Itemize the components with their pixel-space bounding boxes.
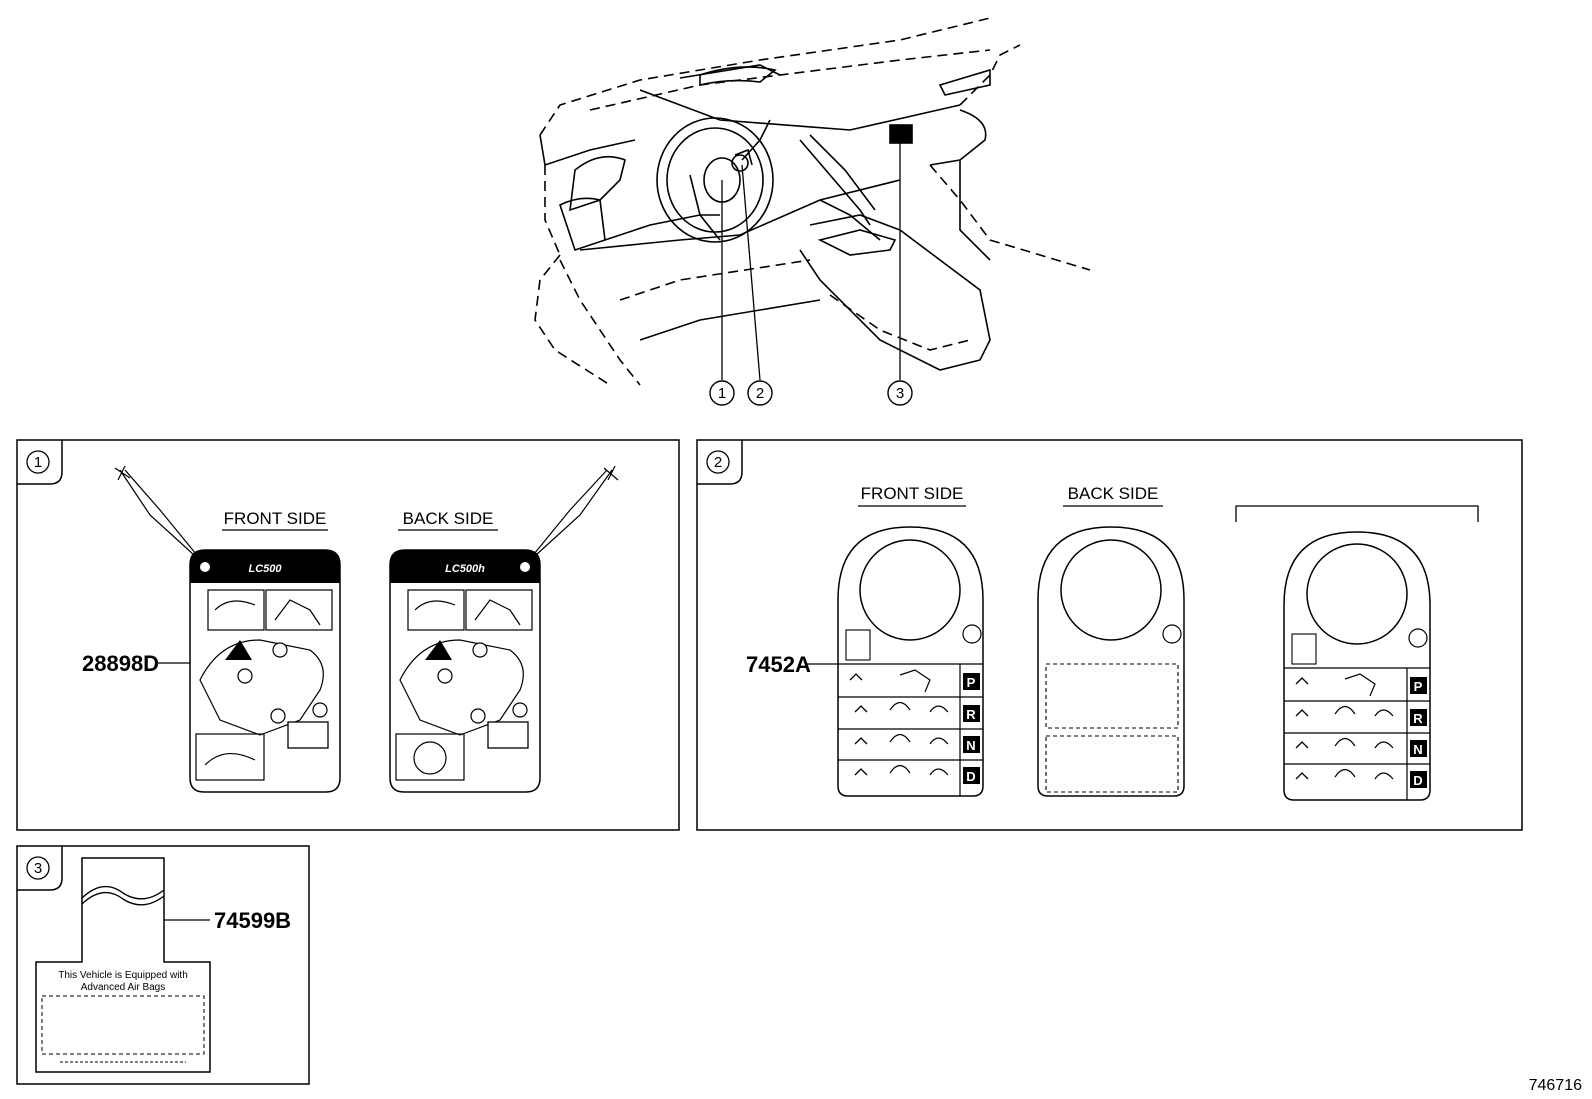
callout-1: 1 <box>709 380 735 406</box>
panel-1: 1 FRONT SIDE BACK SIDE LC500 <box>16 439 680 831</box>
callout-2: 2 <box>747 380 773 406</box>
panel-2-back-side-label: BACK SIDE <box>1068 484 1159 503</box>
front-tag-gear-n: N <box>966 738 975 753</box>
airbag-label-74599B: This Vehicle is Equipped with Advanced A… <box>35 857 211 1073</box>
panel-1-number: 1 <box>34 454 42 471</box>
front-tag-gear-r: R <box>966 707 976 722</box>
panel-2: 2 FRONT SIDE BACK SIDE P R N D <box>696 439 1523 831</box>
variant-tag-gear-p: P <box>1414 679 1423 694</box>
back-hang-tag <box>1037 526 1185 797</box>
front-hang-tag-7452A: P R N D <box>837 526 984 797</box>
panel-2-number-circle <box>706 450 730 474</box>
variant-hang-tag: P R N D <box>1283 531 1431 801</box>
panel-3: 3 This Vehicle is Equipped with Advanced… <box>16 845 310 1085</box>
front-tag-28898D: LC500 <box>189 549 341 793</box>
callout-3-label: 3 <box>896 385 904 402</box>
callout-leaders <box>721 140 901 381</box>
variant-tag-gear-d: D <box>1413 773 1422 788</box>
callout-2-label: 2 <box>756 385 764 402</box>
panel-1-back-side-label: BACK SIDE <box>403 509 494 528</box>
airbag-label-line-2: Advanced Air Bags <box>81 982 166 993</box>
front-tag-gear-p: P <box>967 675 976 690</box>
front-tag-gear-d: D <box>966 769 975 784</box>
front-tag-model: LC500 <box>248 563 282 575</box>
callout-markers: 1 2 3 <box>709 380 913 406</box>
figure-id: 746716 <box>1529 1077 1582 1094</box>
front-tag-string <box>114 465 206 566</box>
part-number-7452A: 7452A <box>746 652 811 677</box>
airbag-label-line-1: This Vehicle is Equipped with <box>58 970 188 981</box>
back-tag-model: LC500h <box>445 563 485 575</box>
back-tag: LC500h <box>389 549 541 793</box>
panel-1-front-side-label: FRONT SIDE <box>224 509 327 528</box>
part-number-74599B: 74599B <box>214 908 291 933</box>
dashboard-illustration <box>534 17 1091 386</box>
callout-1-label: 1 <box>718 385 726 402</box>
panel-3-number: 3 <box>34 860 42 877</box>
variant-bracket <box>1235 505 1479 522</box>
panel-3-number-circle <box>26 856 50 880</box>
panel-2-number: 2 <box>714 454 722 471</box>
back-tag-string <box>524 465 619 566</box>
panel-2-front-side-label: FRONT SIDE <box>861 484 964 503</box>
callout-3: 3 <box>887 380 913 406</box>
variant-tag-gear-r: R <box>1413 711 1423 726</box>
part-number-28898D: 28898D <box>82 651 159 676</box>
panel-1-number-circle <box>26 450 50 474</box>
variant-tag-gear-n: N <box>1413 742 1422 757</box>
